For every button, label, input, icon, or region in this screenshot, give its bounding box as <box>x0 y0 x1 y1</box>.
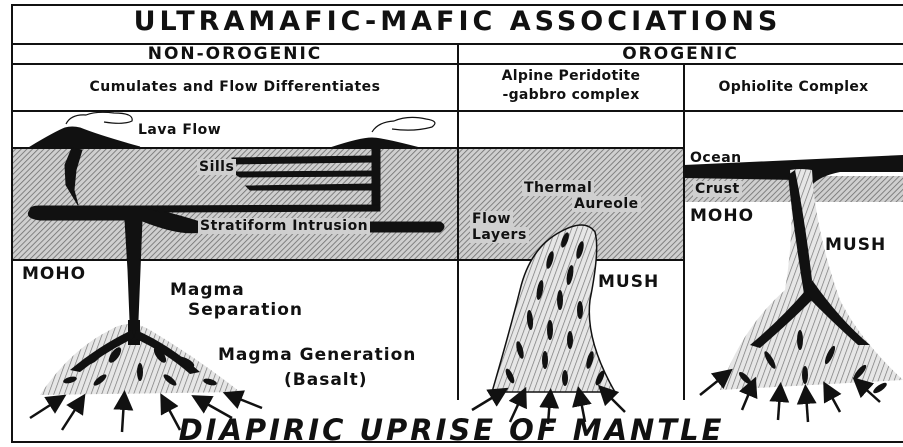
header-orogenic: OROGENIC <box>458 44 903 64</box>
column-ophiolite: Ophiolite Complex <box>684 79 903 95</box>
label-aureole: Aureole <box>572 196 641 212</box>
label-crust: Crust <box>693 181 742 197</box>
label-sills: Sills <box>197 159 236 175</box>
label-magma-separation-2: Separation <box>188 300 303 320</box>
label-lava-flow: Lava Flow <box>138 122 221 138</box>
label-magma-generation-1: Magma Generation <box>218 345 416 365</box>
column-cumulates: Cumulates and Flow Differentiates <box>12 79 458 95</box>
diagram-title: ULTRAMAFIC-MAFIC ASSOCIATIONS <box>12 6 903 37</box>
label-mush-right: MUSH <box>825 235 886 255</box>
label-stratiform-intrusion: Stratiform Intrusion <box>198 218 370 234</box>
label-flow: Flow <box>470 211 513 227</box>
label-magma-separation-1: Magma <box>170 280 245 300</box>
footer-caption: DIAPIRIC UPRISE OF MANTLE <box>0 413 903 447</box>
label-mush-middle: MUSH <box>598 272 659 292</box>
label-ocean: Ocean <box>690 150 742 166</box>
label-moho-left: MOHO <box>22 264 86 284</box>
label-moho-right: MOHO <box>690 206 754 226</box>
header-non-orogenic: NON-OROGENIC <box>12 44 458 64</box>
label-thermal: Thermal <box>522 180 594 196</box>
label-layers: Layers <box>470 227 529 243</box>
column-alpine-line1: Alpine Peridotite <box>458 68 684 84</box>
label-magma-generation-2: (Basalt) <box>284 370 368 390</box>
column-alpine-line2: -gabbro complex <box>458 87 684 103</box>
